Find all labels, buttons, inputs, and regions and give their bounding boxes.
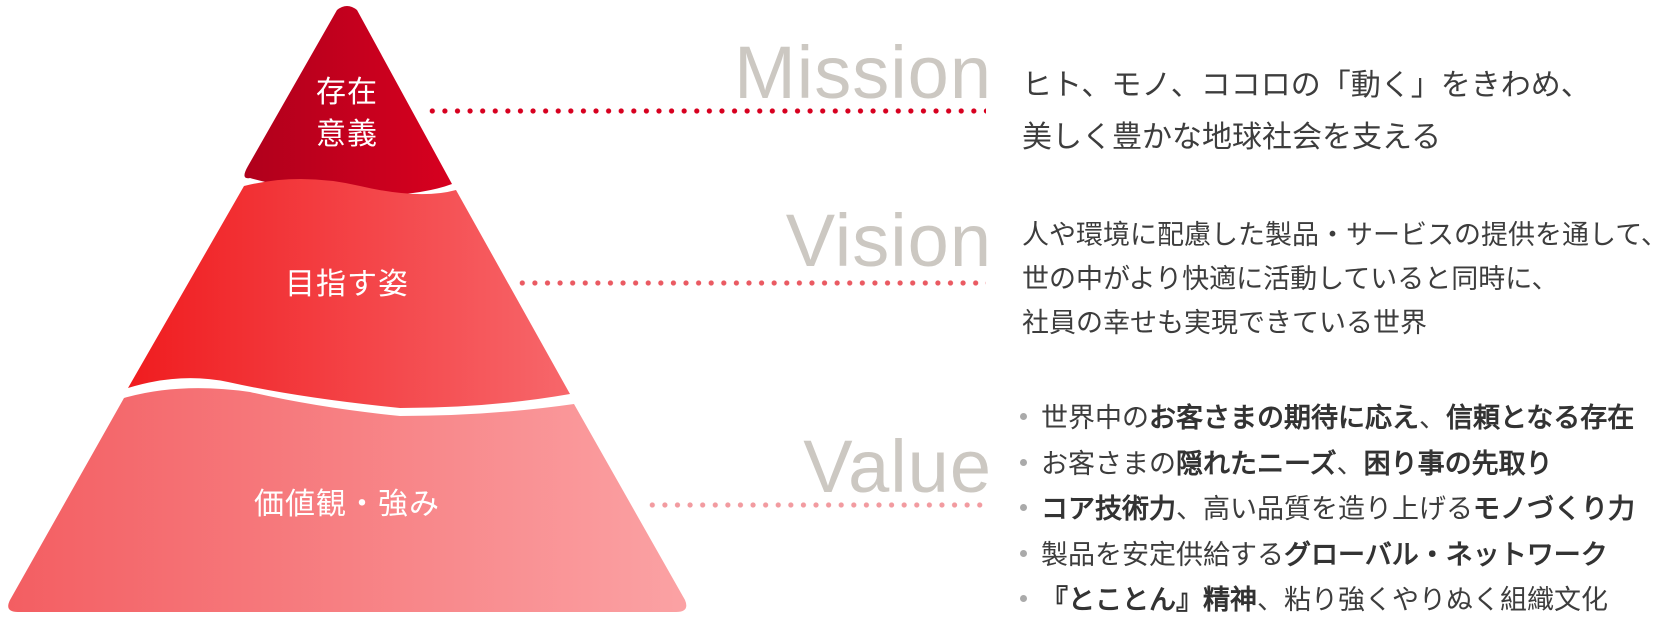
value-heading: Value: [803, 425, 992, 508]
value-text: 製品を安定供給する: [1041, 539, 1284, 571]
mission-tier-label: 存在 意義: [297, 72, 397, 156]
value-text: お客さまの: [1041, 448, 1176, 480]
vision-tier: [128, 179, 570, 408]
mission-connector-dots: [426, 108, 986, 114]
vision-connector-dots: [516, 280, 986, 286]
value-emphasis: コア技術力: [1041, 494, 1176, 525]
value-emphasis: 隠れたニーズ: [1176, 448, 1337, 480]
vision-line-3: 社員の幸せも実現できている世界: [1022, 308, 1427, 339]
mission-tier-label-line1: 存在: [316, 75, 378, 110]
vision-heading: Vision: [785, 199, 992, 282]
vision-tier-label: 目指す姿: [285, 267, 409, 302]
value-text: 世界中の: [1041, 403, 1149, 434]
value-tier: [8, 388, 687, 612]
bullet-icon: [1020, 504, 1027, 511]
vision-statement: 人や環境に配慮した製品・サービスの提供を通して、 世の中がより快適に活動している…: [1022, 214, 1668, 346]
value-connector-dots: [646, 502, 986, 508]
bullet-icon: [1020, 413, 1027, 420]
bullet-icon: [1020, 549, 1027, 557]
value-text: 、: [1419, 403, 1446, 434]
value-text: 、高い品質を造り上げる: [1176, 494, 1473, 525]
bullet-icon: [1020, 595, 1027, 602]
mission-tier: [244, 6, 452, 196]
value-emphasis: グローバル・ネットワーク: [1284, 539, 1608, 571]
mission-heading: Mission: [734, 31, 992, 114]
value-emphasis: 信頼となる存在: [1446, 403, 1635, 434]
vision-line-1: 人や環境に配慮した製品・サービスの提供を通して、: [1022, 220, 1668, 251]
value-item: 『とことん』精神、粘り強くやりぬく組織文化: [1020, 578, 1635, 624]
value-item: 世界中のお客さまの期待に応え、信頼となる存在: [1020, 396, 1635, 442]
value-emphasis: モノづくり力: [1473, 494, 1635, 525]
value-text: 、: [1336, 448, 1364, 480]
pyramid-diagram: [8, 6, 687, 612]
mission-tier-label-line2: 意義: [316, 117, 378, 152]
value-emphasis: 困り事の先取り: [1363, 448, 1553, 480]
value-tier-label: 価値観・強み: [254, 487, 440, 522]
mission-statement: ヒト、モノ、ココロの「動く」をきわめ、 美しく豊かな地球社会を支える: [1022, 60, 1591, 164]
bullet-icon: [1020, 458, 1027, 466]
mission-line-1: ヒト、モノ、ココロの「動く」をきわめ、: [1022, 68, 1591, 103]
value-item: コア技術力、高い品質を造り上げるモノづくり力: [1020, 487, 1635, 533]
value-item: お客さまの隠れたニーズ、困り事の先取り: [1020, 442, 1635, 488]
mission-line-2: 美しく豊かな地球社会を支える: [1022, 120, 1442, 155]
value-text: 、粘り強くやりぬく組織文化: [1257, 585, 1608, 616]
value-emphasis: 『とことん』精神: [1041, 585, 1257, 616]
value-list: 世界中のお客さまの期待に応え、信頼となる存在 お客さまの隠れたニーズ、困り事の先…: [1020, 396, 1635, 624]
value-emphasis: お客さまの期待に応え: [1149, 403, 1419, 434]
value-item: 製品を安定供給するグローバル・ネットワーク: [1020, 533, 1635, 579]
vision-line-2: 世の中がより快適に活動していると同時に、: [1022, 264, 1559, 295]
